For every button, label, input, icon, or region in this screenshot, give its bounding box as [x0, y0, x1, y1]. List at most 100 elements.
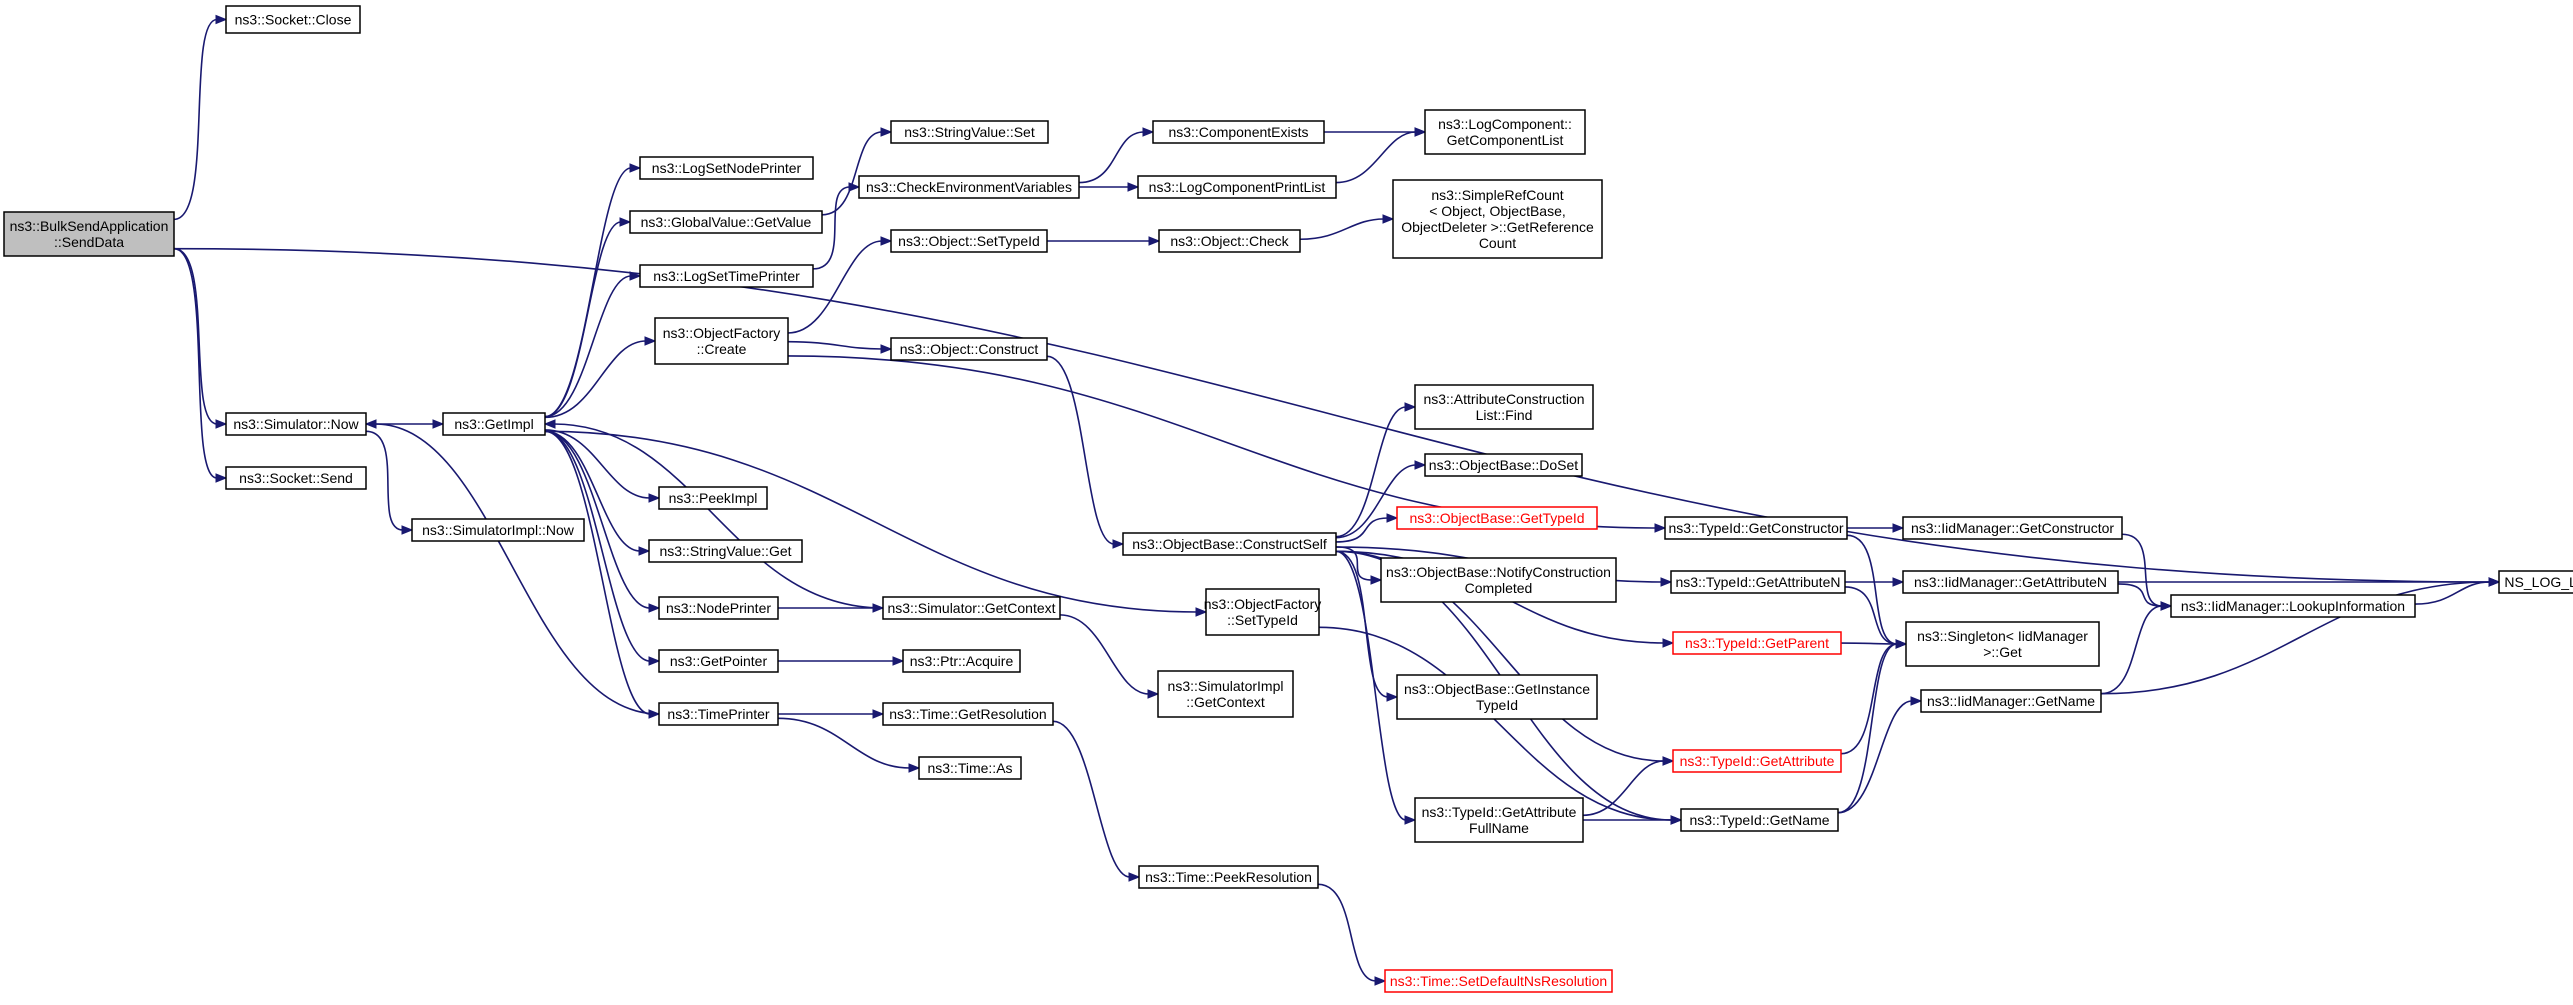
node-label: ns3::PeekImpl: [669, 490, 758, 506]
node-ns3-stringvalue-set[interactable]: ns3::StringValue::Set: [890, 120, 1049, 144]
node-ns3-bulksendapplication-senddata[interactable]: ns3::BulkSendApplication::SendData: [3, 211, 175, 257]
node-label: ns3::TypeId::GetParent: [1685, 635, 1829, 651]
node-ns3-iidmanager-lookupinformation[interactable]: ns3::IidManager::LookupInformation: [2170, 594, 2416, 618]
edge-ofsettype-to-tigetname: [1318, 626, 1683, 825]
edge-timeprinter-to-timegetres: [778, 709, 885, 719]
node-label: Count: [1479, 235, 1516, 251]
node-label: ns3::AttributeConstruction: [1423, 391, 1584, 407]
node-ns3-simplerefcount-object-objectbase-objectdeleter-getreference-count[interactable]: ns3::SimpleRefCount< Object, ObjectBase,…: [1392, 179, 1603, 259]
node-label: ::SendData: [54, 234, 124, 250]
edge-line: [1299, 218, 1385, 241]
node-label: ns3::StringValue::Get: [659, 543, 791, 559]
node-ns3-iidmanager-getconstructor[interactable]: ns3::IidManager::GetConstructor: [1902, 516, 2123, 540]
node-ns3-nodeprinter[interactable]: ns3::NodePrinter: [658, 596, 779, 620]
node-ns3-simulatorimpl-now[interactable]: ns3::SimulatorImpl::Now: [411, 518, 585, 542]
node-ns3-simulatorimpl-getcontext[interactable]: ns3::SimulatorImpl::GetContext: [1157, 670, 1294, 718]
edge-objcheck-to-srcget: [1299, 214, 1395, 241]
node-label: ns3::IidManager::GetName: [1927, 693, 2095, 709]
edge-iidgetctor-to-iidlookup: [2121, 533, 2173, 611]
node-ns3-peekimpl[interactable]: ns3::PeekImpl: [658, 486, 768, 510]
node-label: >::Get: [1983, 644, 2022, 660]
node-ns3-singleton-iidmanager-get[interactable]: ns3::Singleton< IidManager>::Get: [1905, 621, 2100, 667]
edge-line: [787, 355, 1657, 529]
node-ns3-objectbase-notifyconstruction-completed[interactable]: ns3::ObjectBase::NotifyConstructionCompl…: [1380, 557, 1617, 603]
edge-line: [374, 423, 660, 715]
node-ns3-object-check[interactable]: ns3::Object::Check: [1158, 229, 1301, 253]
node-ns3-time-peekresolution[interactable]: ns3::Time::PeekResolution: [1138, 865, 1319, 889]
arrowhead-icon: [1386, 513, 1399, 523]
edge-line: [1837, 643, 1898, 814]
arrowhead-icon: [1895, 639, 1908, 649]
node-ns3-logcomponentprintlist[interactable]: ns3::LogComponentPrintList: [1137, 175, 1337, 199]
node-ns3-objectbase-doset[interactable]: ns3::ObjectBase::DoSet: [1424, 453, 1583, 477]
edge-line: [1046, 355, 1115, 545]
node-ns3-ptr-acquire[interactable]: ns3::Ptr::Acquire: [902, 649, 1021, 673]
node-ns3-logsettimeprinter[interactable]: ns3::LogSetTimePrinter: [639, 264, 814, 288]
edge-line: [553, 423, 884, 609]
edge-line: [821, 131, 883, 216]
node-ns3-iidmanager-getname[interactable]: ns3::IidManager::GetName: [1920, 689, 2102, 713]
node-ns-log-logic[interactable]: NS_LOG_LOGIC: [2498, 570, 2573, 594]
arrowhead-icon: [1112, 539, 1125, 549]
node-ns3-checkenvironmentvariables[interactable]: ns3::CheckEnvironmentVariables: [858, 175, 1080, 199]
node-box: [1672, 631, 1842, 655]
edge-timepeekres-to-timesetdef: [1317, 883, 1387, 986]
arrowhead-icon: [1128, 872, 1141, 882]
arrowhead-icon: [619, 217, 632, 227]
node-ns3-typeid-getattributen[interactable]: ns3::TypeId::GetAttributeN: [1670, 570, 1846, 594]
node-ns3-object-settypeid[interactable]: ns3::Object::SetTypeId: [890, 229, 1048, 253]
node-ns3-simulator-now[interactable]: ns3::Simulator::Now: [225, 412, 367, 436]
node-box: [1384, 969, 1613, 993]
node-ns3-typeid-getname[interactable]: ns3::TypeId::GetName: [1680, 808, 1839, 832]
node-ns3-globalvalue-getvalue[interactable]: ns3::GlobalValue::GetValue: [629, 210, 823, 234]
node-box: [1380, 557, 1617, 603]
node-ns3-stringvalue-get[interactable]: ns3::StringValue::Get: [648, 539, 803, 563]
node-ns3-socket-send[interactable]: ns3::Socket::Send: [225, 466, 367, 490]
node-ns3-object-construct[interactable]: ns3::Object::Construct: [890, 337, 1048, 361]
node-ns3-componentexists[interactable]: ns3::ComponentExists: [1152, 120, 1325, 144]
node-label: ns3::IidManager::LookupInformation: [2181, 598, 2405, 614]
node-box: [858, 175, 1080, 199]
node-label: ns3::Object::Construct: [900, 341, 1039, 357]
node-ns3-time-as[interactable]: ns3::Time::As: [918, 756, 1022, 780]
edge-line: [2117, 583, 2163, 607]
node-label: ns3::LogSetTimePrinter: [653, 268, 800, 284]
node-ns3-getimpl[interactable]: ns3::GetImpl: [442, 412, 546, 436]
edge-line: [1052, 720, 1131, 878]
edge-tigetctor-to-singleton: [1846, 534, 1908, 649]
node-ns3-simulator-getcontext[interactable]: ns3::Simulator::GetContext: [882, 596, 1061, 620]
edge-line: [1335, 546, 1373, 581]
node-box: [1137, 175, 1337, 199]
node-ns3-socket-close[interactable]: ns3::Socket::Close: [225, 5, 361, 34]
node-ns3-objectfactory-create[interactable]: ns3::ObjectFactory::Create: [654, 317, 789, 365]
edge-line: [1335, 406, 1407, 538]
node-ns3-time-getresolution[interactable]: ns3::Time::GetResolution: [882, 702, 1054, 726]
node-label: < Object, ObjectBase,: [1429, 203, 1566, 219]
node-ns3-logcomponent-getcomponentlist[interactable]: ns3::LogComponent::GetComponentList: [1424, 109, 1586, 155]
node-ns3-logsetnodeprinter[interactable]: ns3::LogSetNodePrinter: [639, 156, 814, 180]
arrowhead-icon: [1660, 577, 1673, 587]
node-ns3-time-setdefaultnsresolution[interactable]: ns3::Time::SetDefaultNsResolution: [1384, 969, 1613, 993]
node-ns3-typeid-getattribute[interactable]: ns3::TypeId::GetAttribute: [1672, 749, 1842, 773]
node-box: [629, 210, 823, 234]
node-ns3-objectbase-gettypeid[interactable]: ns3::ObjectBase::GetTypeId: [1396, 506, 1598, 530]
node-box: [1902, 570, 2119, 594]
node-label: ns3::Simulator::Now: [233, 416, 359, 432]
edge-line: [173, 247, 218, 479]
node-ns3-objectbase-constructself[interactable]: ns3::ObjectBase::ConstructSelf: [1122, 532, 1337, 556]
arrowhead-icon: [215, 14, 228, 25]
node-ns3-objectfactory-settypeid[interactable]: ns3::ObjectFactory::SetTypeId: [1204, 588, 1322, 636]
arrowhead-icon: [880, 236, 893, 246]
node-ns3-iidmanager-getattributen[interactable]: ns3::IidManager::GetAttributeN: [1902, 570, 2119, 594]
node-ns3-getpointer[interactable]: ns3::GetPointer: [658, 649, 779, 673]
edge-ofcreate-to-objconstruct: [787, 340, 893, 354]
edge-tigetattrfull-to-tigetname: [1583, 815, 1683, 825]
edge-getimpl-to-gvget: [544, 217, 632, 418]
node-ns3-typeid-getconstructor[interactable]: ns3::TypeId::GetConstructor: [1664, 516, 1848, 540]
edge-line: [544, 221, 622, 418]
node-ns3-typeid-getparent[interactable]: ns3::TypeId::GetParent: [1672, 631, 1842, 655]
node-ns3-timeprinter[interactable]: ns3::TimePrinter: [658, 702, 779, 726]
